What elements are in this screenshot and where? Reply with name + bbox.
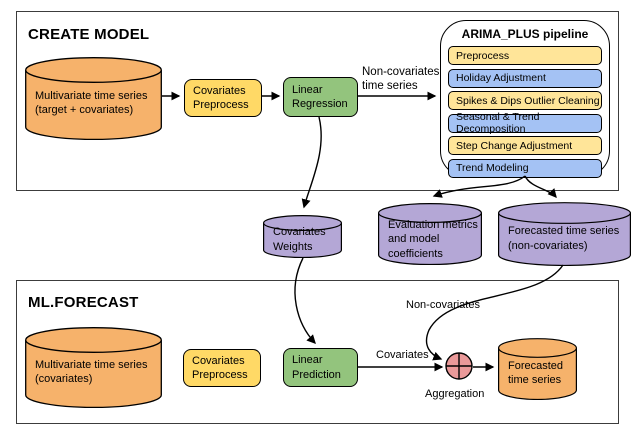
ml-forecast-title: ML.FORECAST	[28, 294, 139, 311]
pipeline-title: ARIMA_PLUS pipeline	[461, 27, 589, 41]
evaluation-metrics-db: Evaluation metrics and model coefficient…	[378, 203, 482, 265]
multivariate-covariates-db: Multivariate time series (covariates)	[25, 327, 162, 408]
covariates-arrow-label: Covariates	[376, 349, 429, 361]
cylinder-top	[25, 57, 162, 83]
covariates-weights-db: Covariates Weights	[263, 215, 342, 258]
db-label: Evaluation metrics and model coefficient…	[388, 219, 478, 260]
db-label: Covariates Weights	[273, 226, 326, 253]
node-label: Linear Prediction	[292, 354, 341, 381]
cylinder-top	[25, 327, 162, 353]
covariates-preprocess-top: Covariates Preprocess	[184, 79, 262, 117]
linear-regression: Linear Regression	[283, 77, 358, 117]
node-label: Linear Regression	[292, 83, 348, 110]
node-label: Covariates Preprocess	[193, 84, 249, 111]
pipeline-step-trend-modeling: Trend Modeling	[448, 158, 602, 178]
cylinder-body	[498, 348, 577, 400]
aggregation-label: Aggregation	[425, 388, 485, 400]
pipeline-step-holiday-adjustment: Holiday Adjustment	[448, 68, 602, 88]
forecasted-time-series-db: Forecasted time series	[498, 338, 577, 400]
pipeline-step-spikes-dips: Spikes & Dips Outlier Cleaning	[448, 91, 602, 111]
arima-plus-pipeline: ARIMA_PLUS pipeline Preprocess Holiday A…	[440, 20, 610, 178]
linear-prediction: Linear Prediction	[283, 348, 358, 387]
cylinder-body	[25, 340, 162, 408]
cylinder-top	[498, 202, 631, 224]
cylinder-body	[25, 70, 162, 140]
cylinder-body	[378, 213, 482, 265]
covariates-preprocess-bottom: Covariates Preprocess	[183, 349, 261, 387]
create-model-title: CREATE MODEL	[28, 26, 150, 43]
node-label: Covariates Preprocess	[192, 354, 248, 381]
non-covariates-time-series-label: Non-covariates time series	[362, 66, 440, 93]
db-label: Multivariate time series (target + covar…	[35, 89, 148, 116]
db-label: Multivariate time series (covariates)	[35, 358, 148, 385]
multivariate-target-covariates-db: Multivariate time series (target + covar…	[25, 57, 162, 140]
cylinder-body	[263, 223, 342, 258]
pipeline-step-seasonal-trend: Seasonal & Trend Decomposition	[448, 111, 602, 135]
pipeline-step-step-change: Step Change Adjustment	[448, 136, 602, 156]
non-covariates-arrow-label: Non-covariates	[406, 299, 480, 311]
db-label: Forecasted time series	[508, 359, 564, 386]
db-label: Forecasted time series (non-covariates)	[508, 225, 620, 252]
cylinder-top	[263, 215, 342, 231]
cylinder-top	[378, 203, 482, 223]
pipeline-step-preprocess: Preprocess	[448, 46, 602, 65]
forecast-non-covariates-db: Forecasted time series (non-covariates)	[498, 202, 631, 266]
cylinder-body	[498, 213, 631, 266]
